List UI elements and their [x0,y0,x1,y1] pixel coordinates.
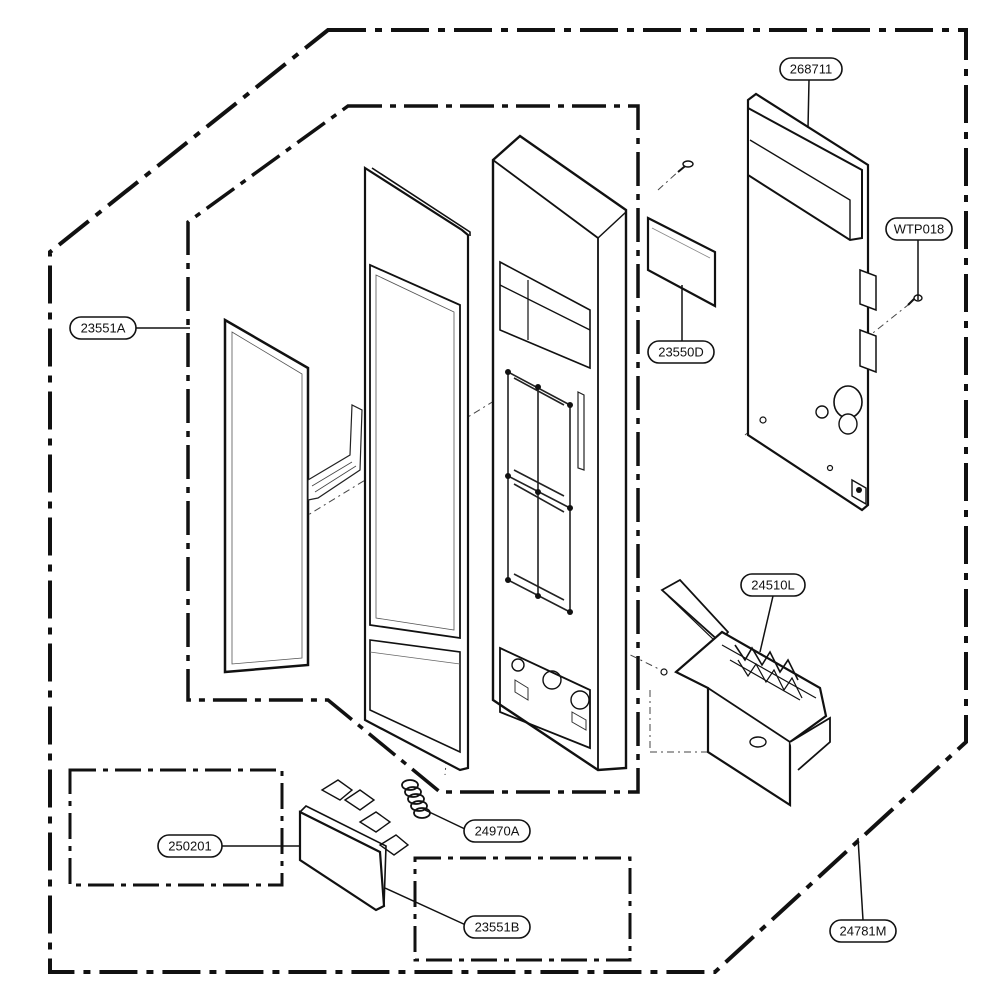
push-button [298,779,410,912]
callout-wtp018: WTP018 [885,217,953,241]
knob-hole-2 [542,670,562,690]
membrane-ribbon-cable [307,404,363,501]
control-panel-frame [491,134,628,772]
boundary-box-250201 [68,768,284,887]
part-label-23551b: 23551B [475,920,520,935]
part-label-24781m: 24781M [840,924,887,939]
pcb-component-round [833,385,863,419]
latch-teeth [734,644,799,681]
top-screw [677,160,694,173]
knob-hole-3 [570,690,590,710]
knob-hole-1 [511,658,525,672]
part-label-wtp018: WTP018 [894,222,945,237]
part-label-24970a: 24970A [475,824,520,839]
callout-268711: 268711 [779,57,843,81]
membrane-sheet [223,317,363,674]
pcb-display-module [747,106,863,242]
callout-24781m: 24781M [829,919,897,943]
part-label-250201: 250201 [168,839,211,854]
callout-24510l: 24510L [740,573,806,597]
part-label-24510l: 24510L [751,578,794,593]
display-window-cover [646,216,717,308]
decor-panel [363,165,471,772]
pcb-screw [907,294,923,306]
part-label-268711: 268711 [790,62,832,77]
boundary-box-23551b [413,856,632,962]
part-label-23551a: 23551A [81,321,126,336]
leader-lines [136,79,919,927]
inner-panel-boundary [186,104,640,794]
spring [401,779,431,819]
display-window [499,260,591,370]
callout-24970a: 24970A [463,819,531,843]
callout-23551b: 23551B [463,915,531,939]
keypad-dots [505,369,573,615]
callout-250201: 250201 [157,834,223,858]
pcb-board [746,92,877,512]
callout-23550d: 23550D [647,340,715,364]
latch-bracket [660,578,831,808]
outer-assembly-boundary [48,28,968,974]
part-label-23550d: 23550D [658,345,704,360]
callout-23551a: 23551A [69,316,137,340]
